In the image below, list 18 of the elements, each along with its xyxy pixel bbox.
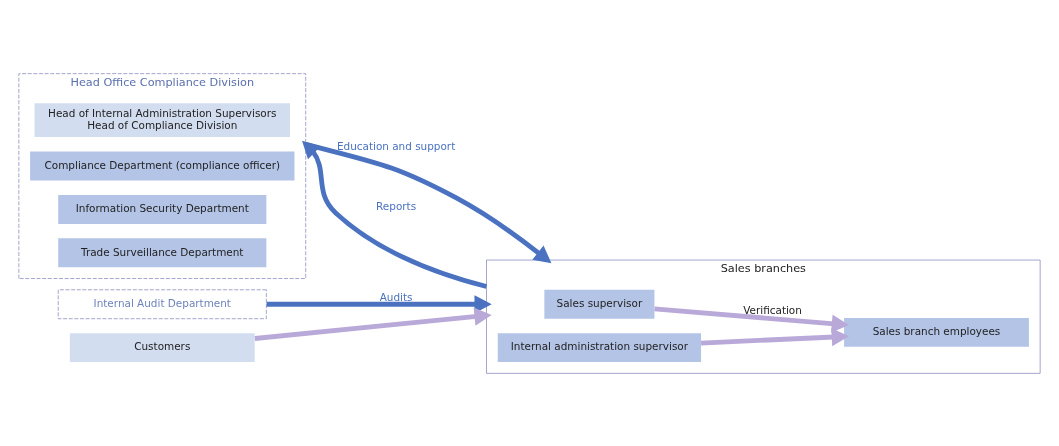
edge-label: Reports [376,199,417,212]
arrow [254,307,492,341]
node-box: Internal administration supervisor [497,332,702,362]
node-box: Sales branch employees [844,317,1029,347]
node-box: Information Security Department [58,194,267,224]
node-box: Internal Audit Department [57,288,267,319]
node-box: Trade Surveillance Department [58,237,267,267]
arrow [700,327,849,346]
edge-label: Education and support [336,139,456,152]
node-box: Compliance Department (compliance officer) [30,151,295,180]
arrow [654,305,849,333]
arrow [302,140,488,289]
edge-label: Audits [379,290,413,303]
edge-label: Verification [743,303,802,316]
node-box: Head of Internal Administration Supervisors Head of Compliance Division [34,102,291,137]
node-box: Sales supervisor [544,289,655,319]
node-box: Customers [69,332,255,362]
arrow [266,294,492,313]
